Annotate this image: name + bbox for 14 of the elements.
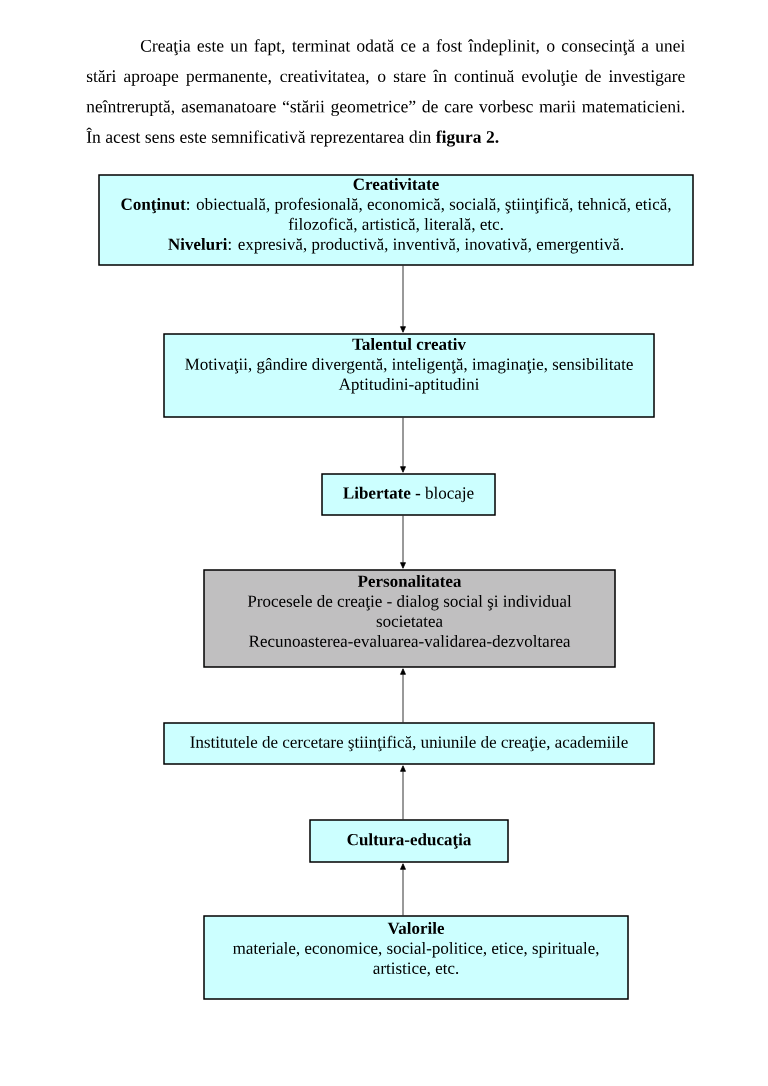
concept-box: Institutele de cercetare ştiinţifică, uniunile de creaţie, academiile bbox=[163, 722, 655, 765]
concept-box: Cultura-educaţia bbox=[309, 819, 509, 863]
arrow bbox=[400, 863, 406, 916]
concept-box: Talentul creativ Motivaţii, gândire divergentă, inteligenţă, imaginaţie, sensibilitate Aptitudini-aptitudini bbox=[163, 333, 655, 418]
concept-box: Creativitate Conţinut: obiectuală, profesională, economică, socială, ştiinţifică, tehnică, etică, filozofică, artistică, literală, etc. Niveluri: expresivă, productivă, inventivă, inovativă, emergentivă. bbox=[98, 174, 694, 266]
arrow bbox=[400, 417, 406, 473]
concept-box: Libertate - blocaje bbox=[321, 473, 496, 516]
arrow bbox=[400, 515, 406, 569]
concept-box: Personalitatea Procesele de creaţie - dialog social şi individual societatea Recunoasterea-evaluarea-validarea-dezvoltarea bbox=[203, 569, 616, 668]
concept-box: Valorile materiale, economice, social-politice, etice, spirituale, artistice, etc. bbox=[203, 915, 629, 1000]
arrow bbox=[400, 765, 406, 820]
arrow bbox=[400, 668, 406, 723]
paragraph: Creaţia este un fapt, terminat odată ce a fost îndeplinit, o consecinţă a unei stări aproape permanente, creativitatea, o stare în continuă evoluţie de investigare neîntreruptă, asemanatoare “stării geometrice” de care vorbesc marii matematicieni. În acest sens este semnificativă reprezentarea din figura 2. bbox=[86, 39, 685, 147]
arrow bbox=[400, 265, 406, 333]
